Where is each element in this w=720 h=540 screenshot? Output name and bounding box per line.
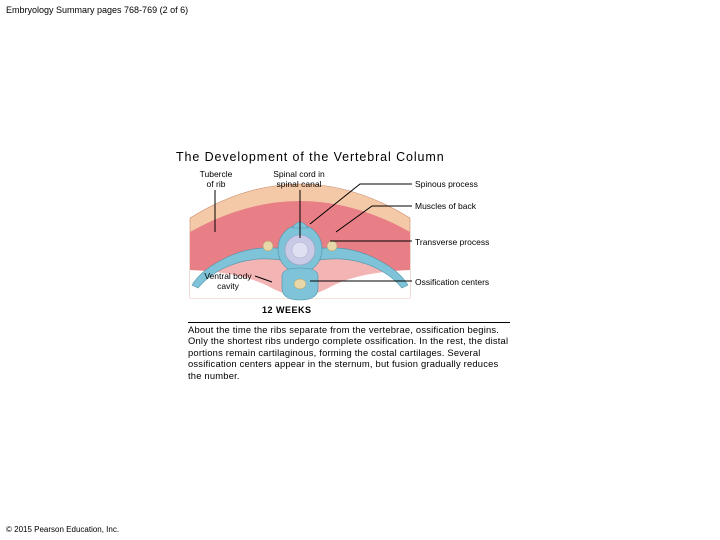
ossification-center-left <box>262 240 274 252</box>
label-spinal-cord-line2: spinal canal <box>276 179 322 189</box>
label-ventral-body-cavity: Ventral body cavity <box>196 271 260 291</box>
spinal-cord-core <box>291 241 309 259</box>
ossification-center-body <box>293 278 307 290</box>
label-spinous-process: Spinous process <box>415 179 478 189</box>
leader-muscles <box>335 205 412 233</box>
label-tubercle-line2: of rib <box>206 179 226 189</box>
copyright-footer: © 2015 Pearson Education, Inc. <box>6 525 120 534</box>
label-tubercle-line1: Tubercle <box>199 169 233 179</box>
label-ventral-line2: cavity <box>217 281 239 291</box>
label-muscles-of-back: Muscles of back <box>415 201 476 211</box>
stage-label: 12 WEEKS <box>262 305 312 315</box>
figure-title: The Development of the Vertebral Column <box>176 150 445 164</box>
figure-caption: About the time the ribs separate from th… <box>188 322 510 381</box>
label-ventral-line1: Ventral body <box>204 271 252 281</box>
left-rib <box>191 247 301 289</box>
label-spinal-cord: Spinal cord in spinal canal <box>262 169 336 189</box>
slide-header: Embryology Summary pages 768-769 (2 of 6… <box>6 5 189 15</box>
ossification-center-right <box>326 240 338 252</box>
label-ossification-centers: Ossification centers <box>415 277 490 287</box>
leader-ventral-cavity <box>254 275 273 283</box>
right-rib <box>299 247 409 289</box>
label-spinal-cord-line1: Spinal cord in <box>273 169 325 179</box>
ventral-cavity <box>190 270 410 298</box>
label-tubercle-of-rib: Tubercle of rib <box>196 169 236 189</box>
leader-spinous-process <box>309 183 412 225</box>
label-transverse-process: Transverse process <box>415 237 490 247</box>
